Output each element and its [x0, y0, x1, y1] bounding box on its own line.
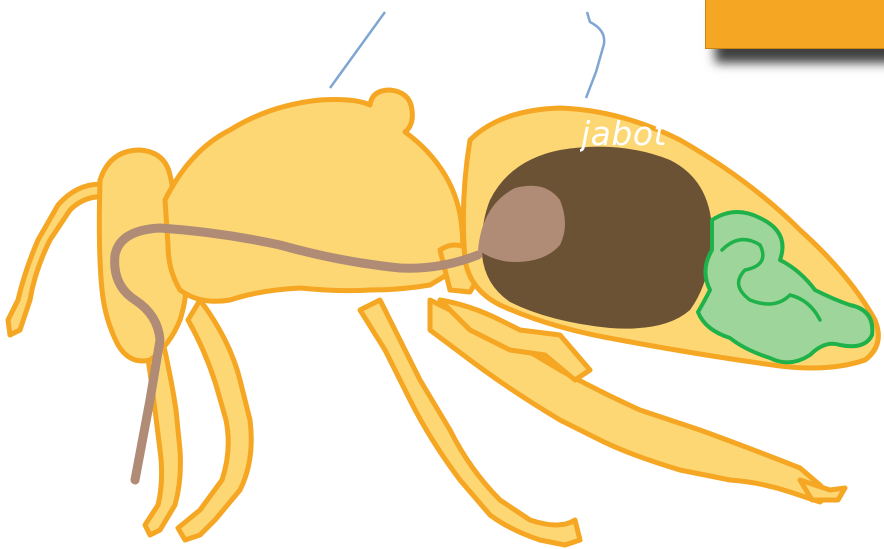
- leader-line-right: [586, 12, 604, 98]
- orange-label-box: [705, 0, 884, 49]
- crop-label: jabot: [581, 114, 667, 153]
- front-leg-1: [178, 300, 251, 540]
- crop-label-clip: jabot: [580, 110, 686, 160]
- leader-line-left: [330, 12, 385, 88]
